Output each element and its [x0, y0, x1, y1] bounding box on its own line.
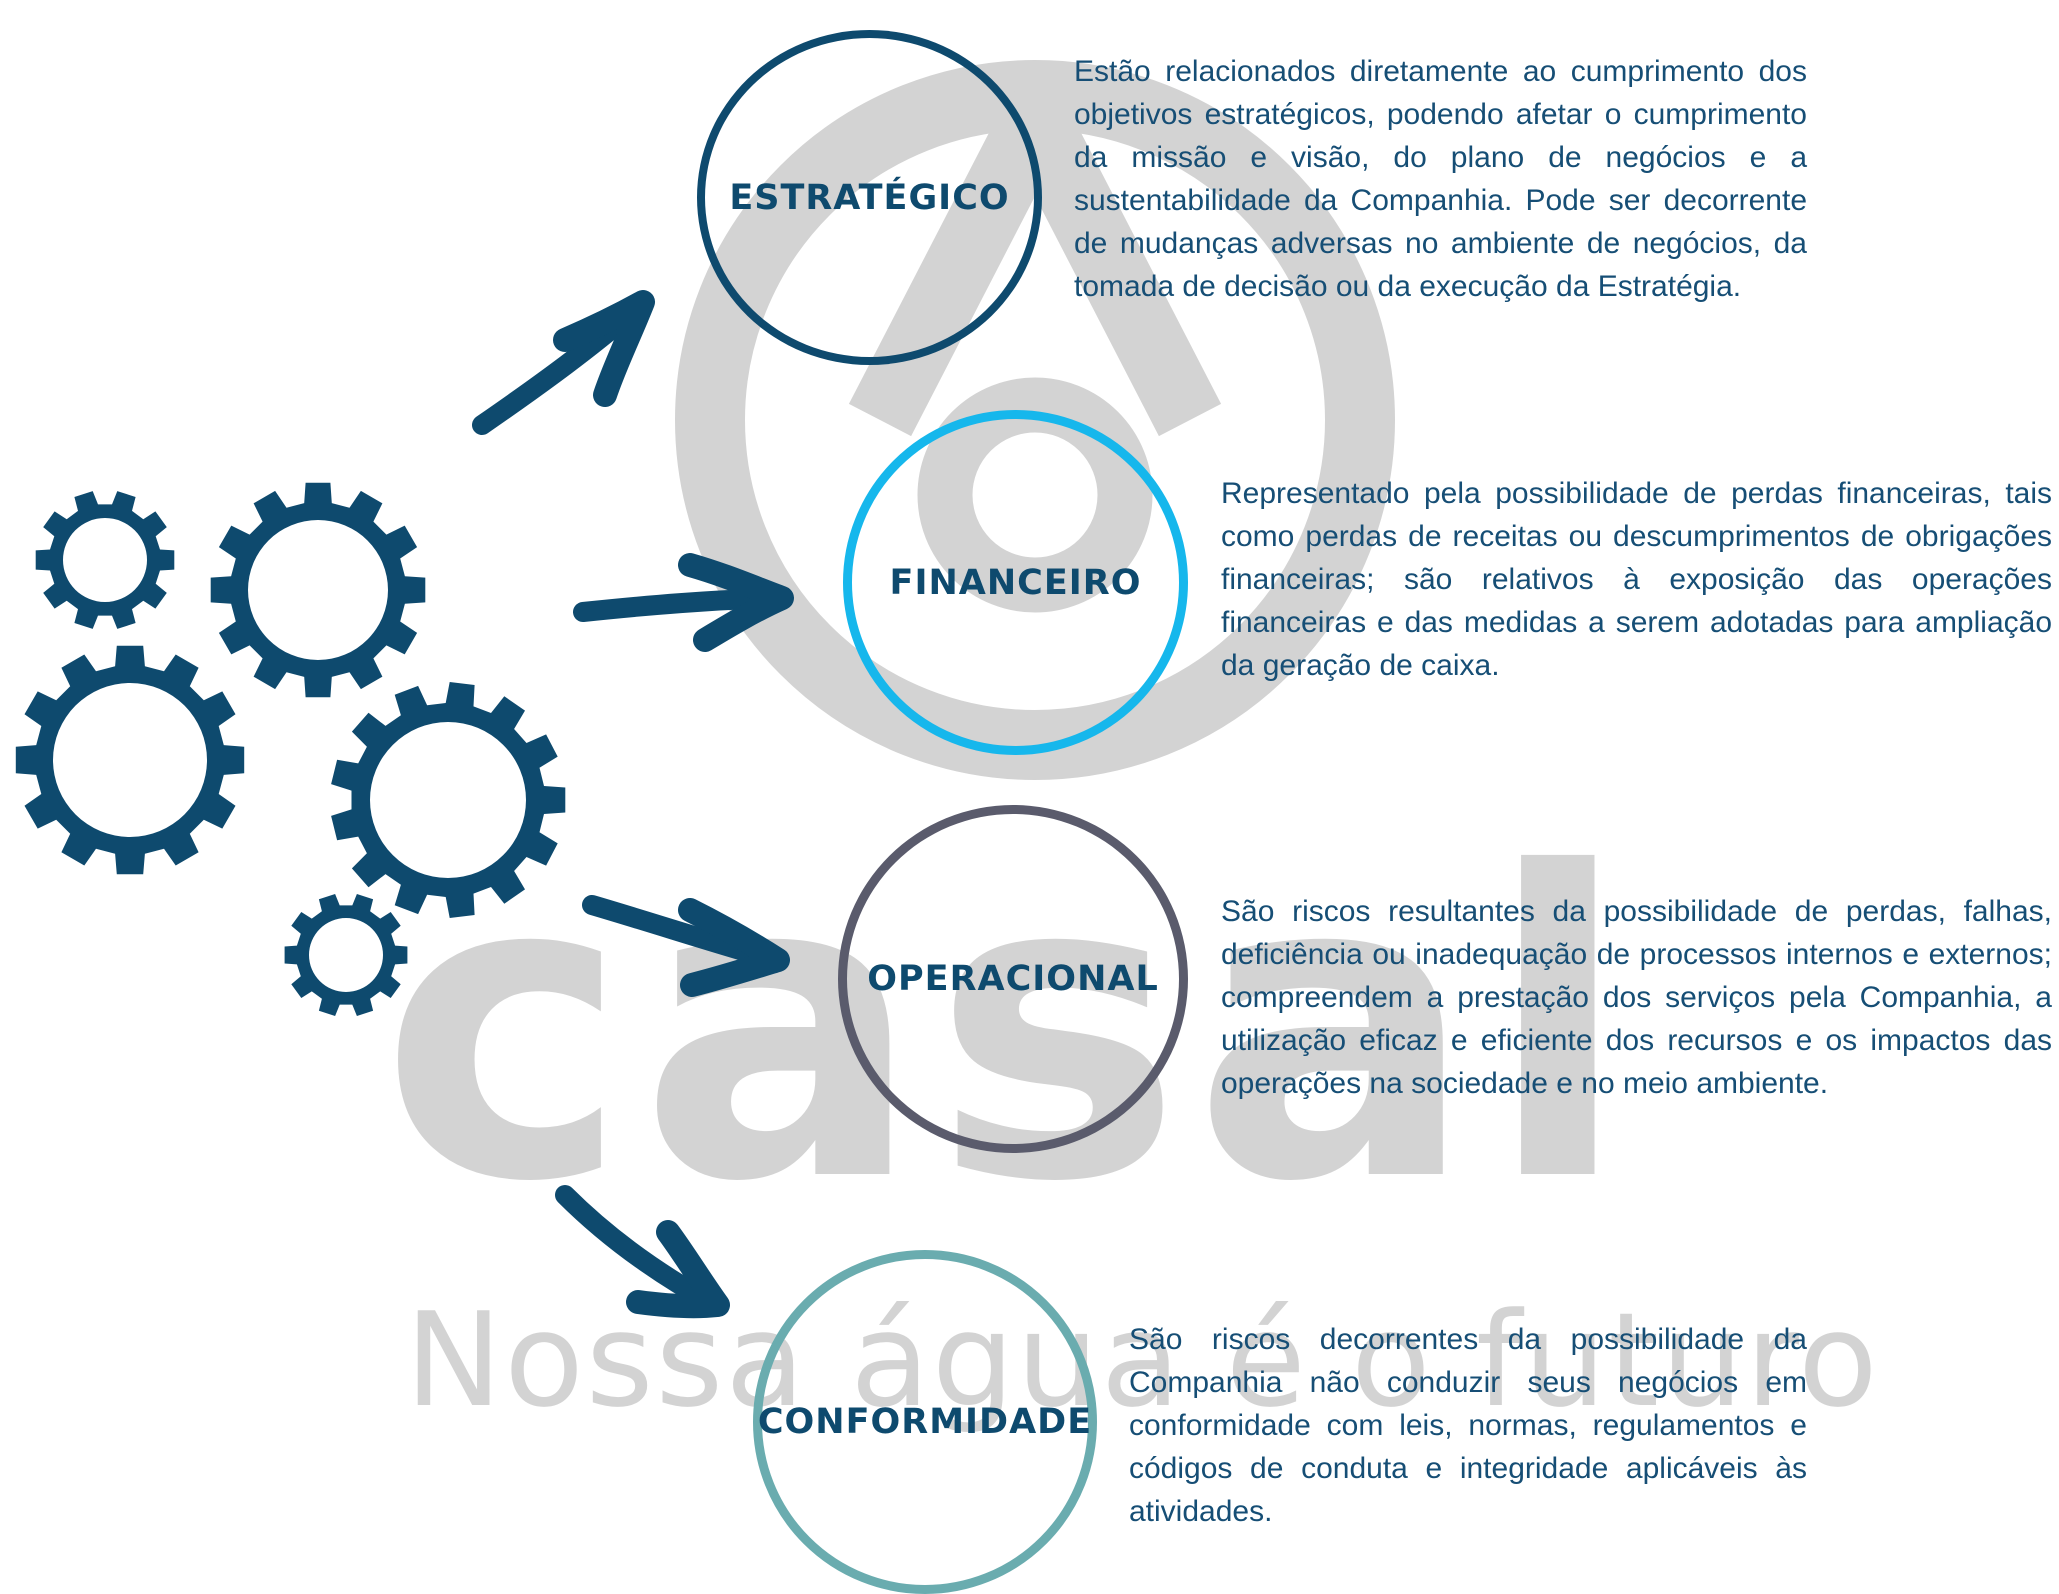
- circle-financeiro: FINANCEIRO: [843, 410, 1188, 755]
- arrow-icon: [472, 290, 655, 435]
- circle-operacional: OPERACIONAL: [838, 805, 1188, 1153]
- arrow-icon: [582, 895, 790, 997]
- category-label-operacional: OPERACIONAL: [867, 959, 1159, 999]
- circle-conformidade: CONFORMIDADE: [753, 1250, 1097, 1594]
- category-label-conformidade: CONFORMIDADE: [757, 1402, 1093, 1442]
- gear-icon: [210, 482, 426, 698]
- description-financeiro: Representado pela possibilidade de perda…: [1221, 477, 2052, 682]
- circle-estrategico: ESTRATÉGICO: [697, 30, 1042, 365]
- category-label-financeiro: FINANCEIRO: [889, 562, 1142, 603]
- arrow-icon: [573, 553, 794, 652]
- gear-icon: [331, 682, 566, 918]
- description-conformidade: São riscos decorrentes da possibilidade …: [1129, 1323, 1807, 1528]
- gear-icon: [15, 645, 245, 875]
- category-label-estrategico: ESTRATÉGICO: [729, 177, 1010, 218]
- description-estrategico: Estão relacionados diretamente ao cumpri…: [1074, 55, 1807, 303]
- description-operacional: São riscos resultantes da possibilidade …: [1221, 895, 2052, 1100]
- gear-icon: [284, 894, 408, 1016]
- arrow-icon: [555, 1185, 730, 1319]
- arrows-group: [472, 290, 794, 1319]
- gear-icon: [35, 491, 175, 629]
- gears-icon: [15, 482, 566, 1016]
